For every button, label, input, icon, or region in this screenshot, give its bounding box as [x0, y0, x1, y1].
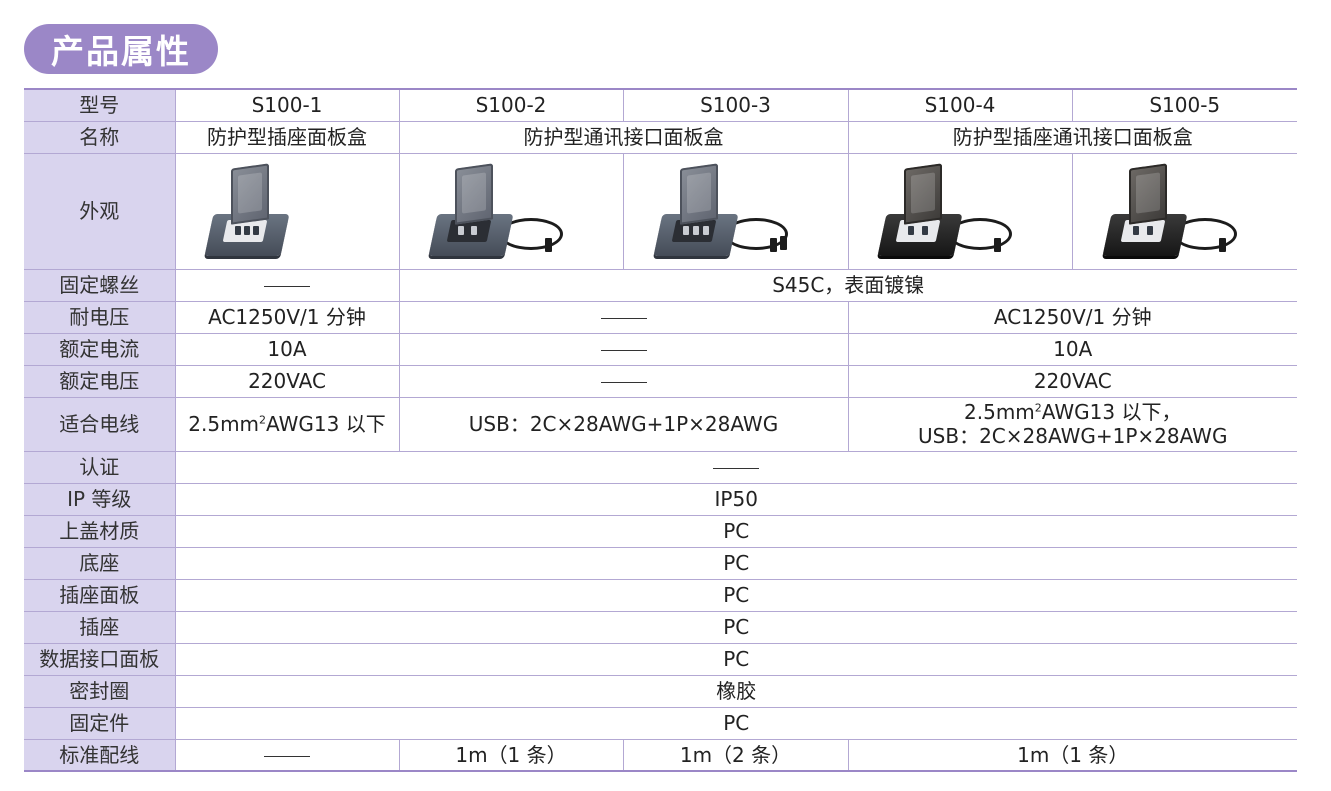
label-fixture: 固定件 [24, 706, 176, 740]
row-base: 底座 PC [24, 546, 1297, 580]
label-cert: 认证 [24, 450, 176, 484]
row-cable: 标准配线 1m（1 条） 1m（2 条） 1m（1 条） [24, 738, 1297, 772]
fixture-value: PC [174, 706, 1297, 740]
comm-box-gray-with-cable-image [636, 156, 836, 266]
socket-box-gray-image [187, 156, 387, 266]
voltage-group-2 [398, 364, 849, 398]
label-wire: 适合电线 [24, 396, 176, 452]
current-group-2 [398, 332, 849, 366]
label-seal: 密封圈 [24, 674, 176, 708]
label-socket: 插座 [24, 610, 176, 644]
wire-g3-line1-pre: 2.5mm [964, 400, 1035, 424]
section-title: 产品属性 [24, 24, 218, 74]
label-rated-voltage: 额定电压 [24, 364, 176, 398]
cable-group-3: 1m（1 条） [847, 738, 1297, 772]
row-ip: IP 等级 IP50 [24, 482, 1297, 516]
comm-box-gray-with-cable-image [411, 156, 611, 266]
model-s100-3: S100-3 [622, 88, 849, 122]
image-cell-s100-2 [398, 152, 624, 270]
cable-s100-1 [174, 738, 400, 772]
row-fixture: 固定件 PC [24, 706, 1297, 740]
label-model: 型号 [24, 88, 176, 122]
name-group-2: 防护型通讯接口面板盒 [398, 120, 849, 154]
model-s100-5: S100-5 [1071, 88, 1297, 122]
base-value: PC [174, 546, 1297, 580]
product-attributes-table: 型号 S100-1 S100-2 S100-3 S100-4 S100-5 名称… [24, 88, 1297, 772]
dash [600, 318, 647, 319]
label-screw: 固定螺丝 [24, 268, 176, 302]
data-panel-value: PC [174, 642, 1297, 676]
socket-comm-box-black-with-cable-image [1085, 156, 1285, 266]
wire-g3-line1-post: AWG13 以下， [1041, 400, 1182, 424]
withstand-group-1: AC1250V/1 分钟 [174, 300, 400, 334]
name-group-1: 防护型插座面板盒 [174, 120, 400, 154]
wire-g1-sup: 2 [259, 413, 267, 427]
socket-value: PC [174, 610, 1297, 644]
label-name: 名称 [24, 120, 176, 154]
label-withstand-voltage: 耐电压 [24, 300, 176, 334]
row-appearance: 外观 [24, 152, 1297, 270]
screw-rest: S45C，表面镀镍 [398, 268, 1297, 302]
current-group-1: 10A [174, 332, 400, 366]
dash [264, 755, 310, 757]
wire-g1-post: AWG13 以下 [266, 412, 386, 436]
model-s100-4: S100-4 [847, 88, 1073, 122]
label-cable: 标准配线 [24, 738, 176, 772]
cert-value [174, 450, 1297, 484]
socket-comm-box-black-with-cable-image [860, 156, 1060, 266]
row-rated-voltage: 额定电压 220VAC 220VAC [24, 364, 1297, 398]
model-s100-1: S100-1 [174, 88, 400, 122]
image-cell-s100-1 [174, 152, 400, 270]
dash [713, 468, 760, 469]
row-name: 名称 防护型插座面板盒 防护型通讯接口面板盒 防护型插座通讯接口面板盒 [24, 120, 1297, 154]
wire-g3-sup: 2 [1034, 401, 1042, 415]
row-withstand-voltage: 耐电压 AC1250V/1 分钟 AC1250V/1 分钟 [24, 300, 1297, 334]
current-group-3: 10A [847, 332, 1297, 366]
model-s100-2: S100-2 [398, 88, 624, 122]
withstand-group-3: AC1250V/1 分钟 [847, 300, 1297, 334]
row-socket-panel: 插座面板 PC [24, 578, 1297, 612]
row-screw: 固定螺丝 S45C，表面镀镍 [24, 268, 1297, 302]
voltage-group-1: 220VAC [174, 364, 400, 398]
wire-group-2: USB：2C×28AWG+1P×28AWG [398, 396, 849, 452]
label-socket-panel: 插座面板 [24, 578, 176, 612]
screw-group-1 [174, 268, 400, 302]
row-seal: 密封圈 橡胶 [24, 674, 1297, 708]
image-cell-s100-4 [847, 152, 1073, 270]
label-appearance: 外观 [24, 152, 176, 270]
label-base: 底座 [24, 546, 176, 580]
socket-panel-value: PC [174, 578, 1297, 612]
row-data-panel: 数据接口面板 PC [24, 642, 1297, 676]
cover-value: PC [174, 514, 1297, 548]
cable-s100-2: 1m（1 条） [398, 738, 624, 772]
row-cover: 上盖材质 PC [24, 514, 1297, 548]
wire-g1-pre: 2.5mm [188, 412, 260, 436]
ip-value: IP50 [174, 482, 1297, 516]
dash [600, 350, 647, 351]
dash [600, 382, 647, 383]
wire-group-1: 2.5mm2AWG13 以下 [174, 396, 400, 452]
voltage-group-3: 220VAC [847, 364, 1297, 398]
row-model: 型号 S100-1 S100-2 S100-3 S100-4 S100-5 [24, 88, 1297, 122]
withstand-group-2 [398, 300, 849, 334]
row-wire: 适合电线 2.5mm2AWG13 以下 USB：2C×28AWG+1P×28AW… [24, 396, 1297, 452]
image-cell-s100-3 [622, 152, 849, 270]
name-group-3: 防护型插座通讯接口面板盒 [847, 120, 1297, 154]
row-cert: 认证 [24, 450, 1297, 484]
label-ip: IP 等级 [24, 482, 176, 516]
label-data-panel: 数据接口面板 [24, 642, 176, 676]
image-cell-s100-5 [1071, 152, 1297, 270]
row-rated-current: 额定电流 10A 10A [24, 332, 1297, 366]
seal-value: 橡胶 [174, 674, 1297, 708]
dash [264, 286, 310, 287]
cable-s100-3: 1m（2 条） [622, 738, 849, 772]
label-rated-current: 额定电流 [24, 332, 176, 366]
label-cover: 上盖材质 [24, 514, 176, 548]
row-socket: 插座 PC [24, 610, 1297, 644]
wire-g3-line2: USB：2C×28AWG+1P×28AWG [918, 424, 1228, 448]
wire-group-3: 2.5mm2AWG13 以下，USB：2C×28AWG+1P×28AWG [847, 396, 1297, 452]
